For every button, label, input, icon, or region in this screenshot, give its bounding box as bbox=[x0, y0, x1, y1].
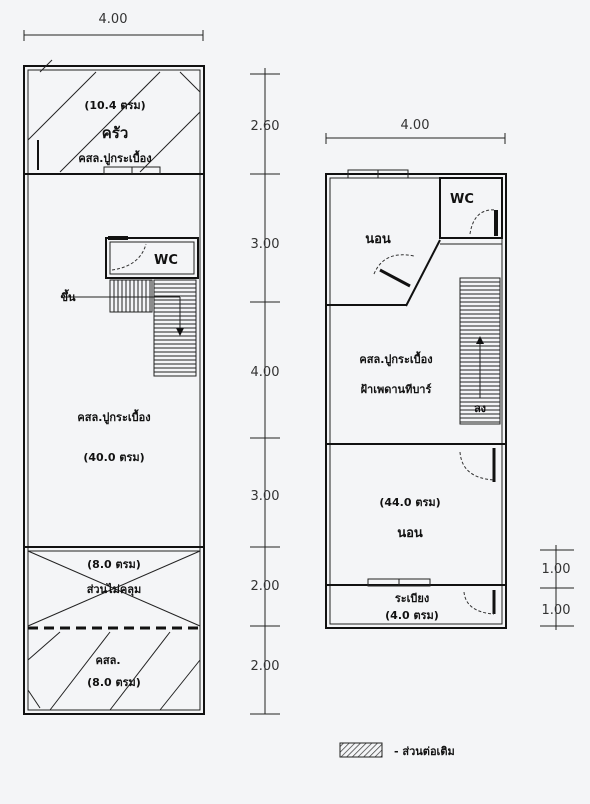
vdim-3: 4.00 bbox=[251, 365, 280, 380]
ground-wc: WC bbox=[105, 236, 199, 279]
upper-wc-label: WC bbox=[450, 192, 474, 207]
ground-stair: ขึ้น bbox=[60, 279, 197, 377]
vdim-2: 3.00 bbox=[251, 237, 280, 252]
upper-outer-wall bbox=[325, 173, 507, 629]
kitchen-name: ครัว bbox=[102, 124, 129, 142]
balcony-name: ระเบียง bbox=[395, 592, 429, 605]
balcony-area: (4.0 ตรม) bbox=[385, 609, 439, 622]
ground-vertical-dimensions: 2.60 3.00 4.00 3.00 2.00 2.00 bbox=[250, 68, 280, 715]
vdim-1: 2.60 bbox=[251, 119, 280, 134]
legend-hatch-swatch bbox=[339, 742, 383, 758]
hall-floor: คสล.ปูกระเบื้อง bbox=[359, 351, 432, 367]
ground-outer-wall bbox=[23, 65, 205, 715]
front-yard: คสล. (8.0 ตรม) bbox=[27, 626, 201, 711]
front-yard-name: คสล. bbox=[96, 654, 121, 667]
upper-wc: WC bbox=[439, 177, 503, 239]
front-bedroom-area: (44.0 ตรม) bbox=[379, 496, 440, 509]
upper-stair bbox=[459, 277, 501, 425]
ground-width-dimension: 4.00 bbox=[23, 12, 204, 41]
bedroom-diagonal-wall bbox=[405, 239, 441, 307]
upper-floor-plan: 4.00 WC นอน คสล.ปูกระเบื้อง ฝ้าเพดานทีบา… bbox=[325, 118, 574, 630]
kitchen-extension-hatch bbox=[27, 59, 201, 173]
front-bedroom-name: นอน bbox=[397, 526, 423, 541]
hall-ceiling: ฝ้าเพดานทีบาร์ bbox=[361, 383, 432, 396]
vdim-6: 2.00 bbox=[251, 659, 280, 674]
upper-vdim-2: 1.00 bbox=[542, 603, 571, 618]
upper-width-dimension: 4.00 bbox=[325, 118, 506, 144]
kitchen-area: (10.4 ตรม) bbox=[84, 99, 145, 112]
back-bedroom-name: นอน bbox=[365, 232, 391, 247]
ground-width-label: 4.00 bbox=[99, 12, 128, 27]
upper-width-label: 4.00 bbox=[401, 118, 430, 133]
upper-vertical-dimensions: 1.00 1.00 bbox=[540, 545, 574, 630]
covered-area-size: (8.0 ตรม) bbox=[87, 558, 141, 571]
ground-stair-label: ขึ้น bbox=[60, 289, 76, 304]
legend-label: - ส่วนต่อเติม bbox=[394, 745, 455, 758]
front-yard-area: (8.0 ตรม) bbox=[87, 676, 141, 689]
main-room-area: (40.0 ตรม) bbox=[83, 451, 144, 464]
covered-area-name: ส่วนไม่คลุม bbox=[87, 582, 142, 597]
kitchen-floor: คสล.ปูกระเบื้อง bbox=[78, 150, 151, 166]
vdim-5: 2.00 bbox=[251, 579, 280, 594]
covered-area: (8.0 ตรม) ส่วนไม่คลุม bbox=[24, 546, 204, 627]
legend: - ส่วนต่อเติม bbox=[339, 742, 455, 758]
ground-floor-plan: 4.00 (10.4 ตรม) ครัว คสล.ปูกระเบื้อง WC bbox=[23, 12, 280, 715]
main-room-floor: คสล.ปูกระเบื้อง bbox=[77, 409, 150, 425]
upper-stair-label: ลง bbox=[474, 402, 486, 415]
vdim-4: 3.00 bbox=[251, 489, 280, 504]
ground-wc-label: WC bbox=[154, 253, 178, 268]
upper-vdim-1: 1.00 bbox=[542, 562, 571, 577]
